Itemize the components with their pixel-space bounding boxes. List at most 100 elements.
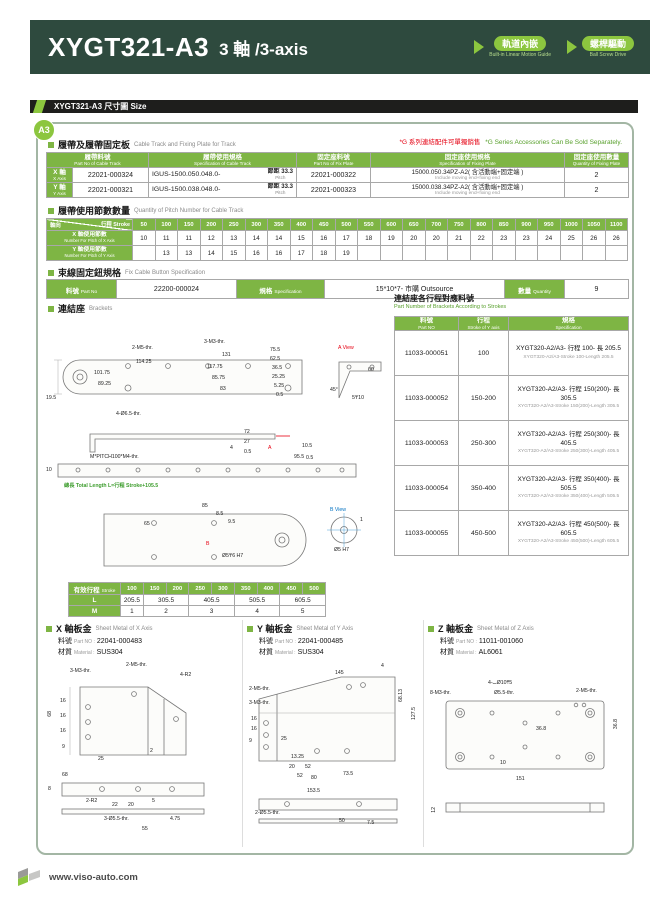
cell: 26 xyxy=(604,230,628,246)
panel-title: Z 軸板金 Sheet Metal of Z Axis xyxy=(428,622,624,635)
cell: 350 xyxy=(233,582,258,595)
dim-label: 19.5 xyxy=(46,395,57,401)
dim-label: Ø5₸6 H7 xyxy=(222,553,244,559)
green-square-icon xyxy=(48,305,54,312)
cell: 10 xyxy=(132,230,156,246)
sheet-y-drawing-svg xyxy=(258,676,398,824)
cell xyxy=(402,245,426,261)
dim-label: 3-M3-thr. xyxy=(249,700,270,706)
cell: 550 xyxy=(357,218,381,231)
fix-part-no: 22021-000323 xyxy=(296,182,371,198)
dim-label: 36.5 xyxy=(272,365,283,371)
cell xyxy=(424,245,448,261)
cell: 17 xyxy=(334,230,358,246)
cell: 600 xyxy=(379,218,403,231)
dim-label: 4-R2 xyxy=(180,672,192,678)
dim-label: 36.8 xyxy=(613,719,619,730)
cell xyxy=(537,245,561,261)
cell: 20 xyxy=(424,230,448,246)
dim-label: 127.5 xyxy=(411,707,417,720)
cell: 23 xyxy=(492,230,516,246)
material: AL6061 xyxy=(478,649,503,656)
cell: 1 xyxy=(120,605,144,617)
green-square-icon xyxy=(46,625,52,632)
cell: 15 xyxy=(222,245,246,261)
cell: 1000 xyxy=(559,218,583,231)
cell: 700 xyxy=(424,218,448,231)
green-square-icon xyxy=(428,625,434,632)
dim-label: 9 xyxy=(249,738,252,744)
cell: 500 xyxy=(334,218,358,231)
dim-label: A View xyxy=(338,345,354,351)
material: SUS304 xyxy=(297,649,324,656)
part-no: 22041-000485 xyxy=(297,638,343,645)
cell: 650 xyxy=(402,218,426,231)
part-no: 22021-000324 xyxy=(72,167,149,183)
cell: 450 xyxy=(312,218,336,231)
panel-title: X 軸板金 Sheet Metal of X Axis xyxy=(46,622,238,635)
cell: 4 xyxy=(233,605,281,617)
dim-label: M*PITCH100*M4-thr. xyxy=(90,454,139,460)
feature-badge-en: Ball Screw Drive xyxy=(589,52,627,58)
dim-label: 20 xyxy=(128,802,134,808)
dim-label: A xyxy=(268,445,272,451)
header-banner: XYGT321-A3 3 軸 /3-axis 軌道內嵌 Built-in Lin… xyxy=(30,20,650,74)
dim-label: 153.5 xyxy=(307,788,320,794)
cell: 1100 xyxy=(604,218,628,231)
dim-label: 89.25 xyxy=(98,381,111,387)
dim-label: 45° xyxy=(330,387,338,393)
cell: 500 xyxy=(302,582,326,595)
cell xyxy=(492,245,516,261)
brackets-drawing-svg xyxy=(54,359,382,567)
dim-label: 8 xyxy=(48,786,51,792)
cell: 13 xyxy=(154,245,178,261)
dim-label: 50 xyxy=(339,818,345,824)
cell: 50 xyxy=(132,218,156,231)
section-pitch-title: 履帶使用節數數量 Quantity of Pitch Number for Ca… xyxy=(48,204,243,217)
sheet-z-drawing-svg xyxy=(445,700,605,813)
dim-label: 85 xyxy=(202,503,208,509)
dim-label: 52 xyxy=(305,764,311,770)
cell: 300 xyxy=(244,218,268,231)
cell: 19 xyxy=(379,230,403,246)
cell xyxy=(582,245,606,261)
cell: 20 xyxy=(402,230,426,246)
size-section-title: XYGT321-A3 尺寸圖 Size xyxy=(54,102,147,111)
dim-label: 總長 Total Length L=行程 Stroke+105.5 xyxy=(64,483,159,489)
dim-label: 0.5 xyxy=(244,449,252,455)
section-title-zh: 束線固定鈕規格 xyxy=(58,268,122,278)
cell: 200 xyxy=(199,218,223,231)
dim-label: 72 xyxy=(244,429,250,435)
dim-label: 145 xyxy=(335,670,344,676)
dim-label: 10 xyxy=(46,467,52,473)
arrow-icon xyxy=(566,40,577,54)
cell: 23 xyxy=(514,230,538,246)
dim-label: 4 xyxy=(381,663,384,669)
dim-label: 68 xyxy=(47,711,53,717)
dim-label: 9 xyxy=(62,744,65,750)
cell: 605.5 xyxy=(279,594,326,606)
cell: 150 xyxy=(142,582,167,595)
dim-label: 65 xyxy=(144,521,150,527)
